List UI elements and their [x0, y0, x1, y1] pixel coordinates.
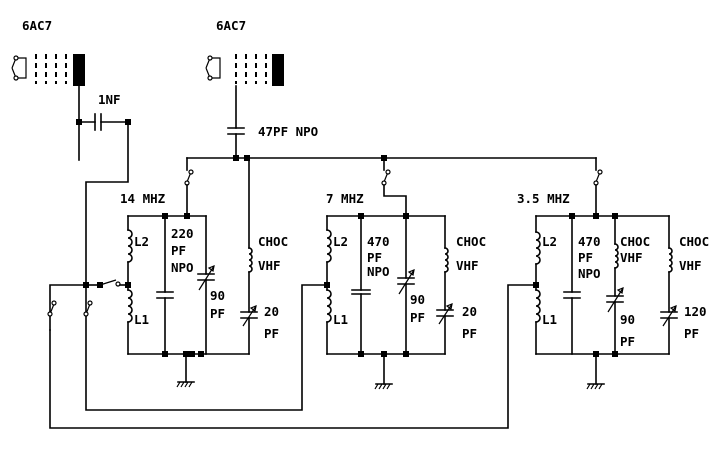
band-14mhz-cap-unit: PF — [171, 243, 186, 258]
band-14mhz: 14 MHZ L2 L1 — [47, 157, 288, 388]
band-7mhz-var-val: 90 — [410, 292, 425, 307]
band-3-5mhz-cap-unit: PF — [578, 250, 593, 265]
band-14mhz-trim-unit: PF — [264, 326, 279, 341]
band-3-5mhz-choke2-1: CHOC — [679, 234, 709, 249]
band-3-5mhz-var-unit: PF — [620, 334, 635, 349]
band-7mhz-cap-val: 470 — [367, 234, 390, 249]
band-14mhz-l2: L2 — [134, 234, 149, 249]
band-7mhz-l2: L2 — [333, 234, 348, 249]
band-3-5mhz-choke-1: CHOC — [620, 234, 650, 249]
band-3-5mhz-freq: 3.5 MHZ — [517, 191, 570, 206]
tube-right: 6AC7 — [205, 18, 284, 86]
coupling-1nf: 1NF — [76, 85, 328, 411]
band-14mhz-freq: 14 MHZ — [120, 191, 166, 206]
band-3-5mhz-var-val: 90 — [620, 312, 635, 327]
band-3-5mhz: 3.5 MHZ L2 L1 470 PF NPO CHOC VHF — [49, 157, 709, 429]
band-3-5mhz-trim-unit: PF — [684, 326, 699, 341]
band-7mhz-l1: L1 — [333, 312, 348, 327]
band-7mhz-trim-unit: PF — [462, 326, 477, 341]
tube-right-label: 6AC7 — [216, 18, 246, 33]
band-7mhz-trim-val: 20 — [462, 304, 477, 319]
band-14mhz-cap-type: NPO — [171, 260, 194, 275]
band-14mhz-var-val: 90 — [210, 288, 225, 303]
band-7mhz-choke-1: CHOC — [456, 234, 486, 249]
band-14mhz-cap-val: 220 — [171, 226, 194, 241]
band-3-5mhz-trim-val: 120 — [684, 304, 707, 319]
band-14mhz-choke-1: CHOC — [258, 234, 288, 249]
band-7mhz-choke-2: VHF — [456, 258, 479, 273]
band-14mhz-l1: L1 — [134, 312, 149, 327]
band-14mhz-choke-2: VHF — [258, 258, 281, 273]
band-3-5mhz-choke2-2: VHF — [679, 258, 702, 273]
cap-47pf-label: 47PF NPO — [258, 124, 318, 139]
band-14mhz-var-unit: PF — [210, 306, 225, 321]
tube-left-label: 6AC7 — [22, 18, 52, 33]
band-7mhz-var-unit: PF — [410, 310, 425, 325]
band-14mhz-trim-val: 20 — [264, 304, 279, 319]
band-3-5mhz-choke-2: VHF — [620, 250, 643, 265]
tube-left: 6AC7 — [11, 18, 85, 86]
band-7mhz-cap-unit: PF — [367, 250, 382, 265]
band-7mhz: 7 MHZ L2 L1 470 PF NPO 90 PF — [324, 157, 486, 390]
cap-1nf-label: 1NF — [98, 92, 121, 107]
coupling-47pf: 47PF NPO — [186, 85, 597, 161]
band-3-5mhz-cap-type: NPO — [578, 266, 601, 281]
band-7mhz-cap-type: NPO — [367, 264, 390, 279]
band-3-5mhz-l1: L1 — [542, 312, 557, 327]
band-3-5mhz-cap-val: 470 — [578, 234, 601, 249]
band-7mhz-freq: 7 MHZ — [326, 191, 364, 206]
band-3-5mhz-l2: L2 — [542, 234, 557, 249]
